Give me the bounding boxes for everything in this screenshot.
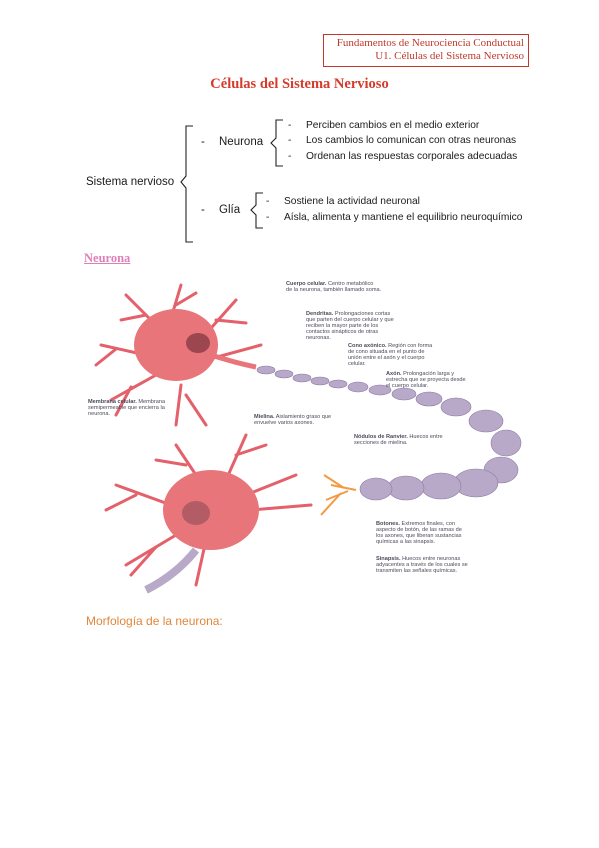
main-brace xyxy=(180,125,193,243)
label-botones-desc: los axones, que liberan sustancias xyxy=(376,533,462,539)
bullet-dash: - xyxy=(288,135,292,146)
upper-cell-body xyxy=(134,309,218,381)
label-cono-axonico: Cono axónico. Región con forma xyxy=(348,343,433,349)
bullet-dash: - xyxy=(266,196,270,207)
branch-dash: - xyxy=(201,204,205,216)
course-title: Fundamentos de Neurociencia Conductual xyxy=(336,37,524,49)
label-axon-desc: el cuerpo celular. xyxy=(386,383,429,389)
label-botones-desc: químicas a las sinapsis. xyxy=(376,539,436,545)
label-membrana-desc: semipermeable que encierra la xyxy=(88,405,166,411)
page-title: Células del Sistema Nervioso xyxy=(210,76,389,92)
label-sinapsis-desc: transmiten las señales químicas. xyxy=(376,568,458,574)
label-botones: Botones. Extremos finales, con xyxy=(376,521,455,527)
label-ranvier: Nódulos de Ranvier. Huecos entre xyxy=(354,434,443,440)
illustration-labels: Cuerpo celular. Centro metabólico de la … xyxy=(88,281,468,574)
unit-title: U1. Células del Sistema Nervioso xyxy=(375,50,524,62)
label-axon-desc: estrecha que se proyecta desde xyxy=(386,377,466,383)
lower-cell-body xyxy=(163,470,259,550)
label-sinapsis: Sinapsis. Huecos entre neuronas xyxy=(376,556,460,562)
section-heading-neurona: Neurona xyxy=(84,251,131,265)
concept-map: Sistema nervioso - Neurona - Glía - Perc… xyxy=(0,110,599,250)
root-label: Sistema nervioso xyxy=(86,176,175,188)
label-membrana-desc: neurona. xyxy=(88,411,111,417)
myelin-sheath-segments xyxy=(256,365,522,501)
upper-nucleus xyxy=(186,333,210,353)
label-botones-desc: aspecto de botón, de las ramas de xyxy=(376,527,462,533)
lower-nucleus xyxy=(182,501,210,525)
label-dendritas-desc: que parten del cuerpo celular y que xyxy=(306,317,394,323)
branch-dash: - xyxy=(201,136,205,148)
neurona-item: Los cambios lo comunican con otras neuro… xyxy=(306,135,517,146)
label-membrana: Membrana celular. Membrana xyxy=(88,399,166,405)
bullet-dash: - xyxy=(288,120,292,131)
glia-item: Aísla, alimenta y mantiene el equilibrio… xyxy=(284,212,523,223)
branch-neurona-label: Neurona xyxy=(219,136,264,148)
branch-glia-label: Glía xyxy=(219,204,241,216)
label-mielina: Mielina. Aislamiento graso que xyxy=(254,414,331,420)
glia-brace xyxy=(250,192,263,229)
neurona-item: Ordenan las respuestas corporales adecua… xyxy=(306,151,518,162)
label-sinapsis-desc: adyacentes a través de los cuales se xyxy=(376,562,468,568)
label-dendritas-desc: contactos sinápticos de otras xyxy=(306,329,378,335)
label-cono-axonico-desc: celular. xyxy=(348,361,366,367)
course-header-box: Fundamentos de Neurociencia Conductual U… xyxy=(323,34,529,67)
lower-axon xyxy=(144,547,200,594)
label-dendritas: Dendritas. Prolongaciones cortas xyxy=(306,311,390,317)
lower-dendrites xyxy=(104,433,313,587)
glia-item: Sostiene la actividad neuronal xyxy=(284,196,420,207)
bullet-dash: - xyxy=(288,151,292,162)
label-dendritas-desc: neuronas. xyxy=(306,335,331,341)
neuron-illustration: Cuerpo celular. Centro metabólico de la … xyxy=(86,275,530,605)
morphology-heading: Morfología de la neurona: xyxy=(86,614,223,628)
label-cuerpo-celular-desc: de la neurona, también llamado soma. xyxy=(286,287,382,293)
concept-map-braces xyxy=(180,119,283,243)
neurona-item: Perciben cambios en el medio exterior xyxy=(306,120,480,131)
axon-terminals xyxy=(320,474,357,516)
label-mielina-desc: envuelve varios axones. xyxy=(254,420,314,426)
neurona-brace xyxy=(270,119,283,167)
label-axon: Axón. Prolongación larga y xyxy=(386,371,454,377)
bullet-dash: - xyxy=(266,212,270,223)
label-dendritas-desc: reciben la mayor parte de los xyxy=(306,323,378,329)
label-ranvier-desc: secciones de mielina. xyxy=(354,440,408,446)
label-cono-axonico-desc: de cono situada en el punto de xyxy=(348,349,425,355)
label-cono-axonico-desc: unión entre el axón y el cuerpo xyxy=(348,355,425,361)
label-cuerpo-celular: Cuerpo celular. Centro metabólico xyxy=(286,281,373,287)
